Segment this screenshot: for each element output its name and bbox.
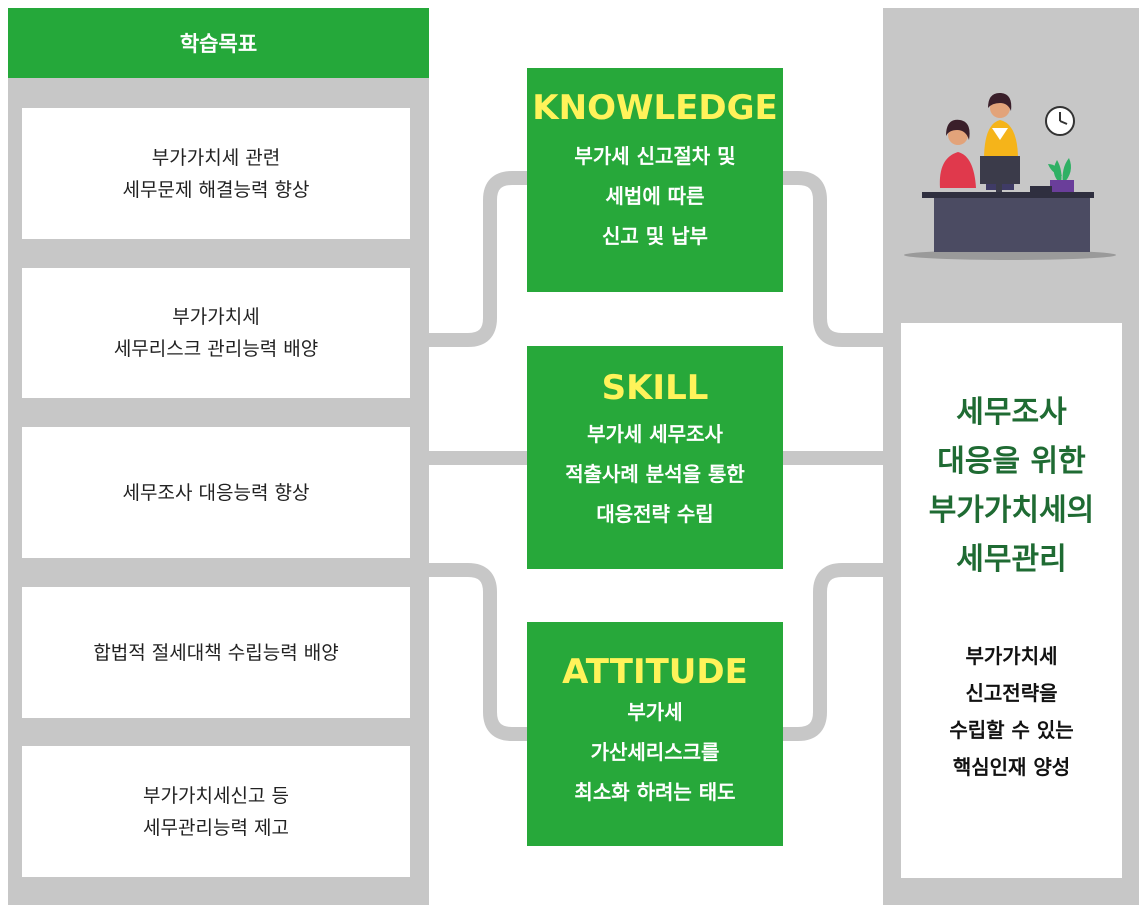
attitude-title: ATTITUDE bbox=[562, 652, 748, 692]
goal-item: 부가가치세 세무리스크 관리능력 배양 bbox=[22, 268, 410, 398]
goal-item: 부가가치세 관련 세무문제 해결능력 향상 bbox=[22, 108, 410, 239]
knowledge-box: KNOWLEDGE 부가세 신고절차 및 세법에 따른 신고 및 납부 bbox=[527, 68, 783, 292]
outcome-title: 세무조사 대응을 위한 부가가치세의 세무관리 bbox=[928, 395, 1095, 577]
connector-knowledge-left bbox=[429, 171, 527, 347]
goal-item: 세무조사 대응능력 향상 bbox=[22, 427, 410, 558]
outcome-card bbox=[901, 323, 1122, 878]
goal-item: 부가가치세신고 등 세무관리능력 제고 bbox=[22, 746, 410, 877]
learning-goals-header: 학습목표 bbox=[8, 8, 429, 78]
connector-knowledge-right bbox=[783, 171, 883, 347]
connector-attitude-right bbox=[783, 563, 883, 741]
office-workers-icon bbox=[904, 92, 1116, 260]
attitude-desc: 부가세 가산세리스크를 최소화 하려는 태도 bbox=[574, 700, 736, 804]
knowledge-title: KNOWLEDGE bbox=[532, 88, 778, 128]
knowledge-desc: 부가세 신고절차 및 세법에 따른 신고 및 납부 bbox=[574, 144, 736, 248]
outcome-desc: 부가가치세 신고전략을 수립할 수 있는 핵심인재 양성 bbox=[949, 644, 1074, 779]
skill-desc: 부가세 세무조사 적출사례 분석을 통한 대응전략 수립 bbox=[565, 422, 745, 526]
attitude-box: ATTITUDE 부가세 가산세리스크를 최소화 하려는 태도 bbox=[527, 622, 783, 846]
skill-box: SKILL 부가세 세무조사 적출사례 분석을 통한 대응전략 수립 bbox=[527, 346, 783, 569]
skill-title: SKILL bbox=[601, 368, 709, 408]
goal-item: 합법적 절세대책 수립능력 배양 bbox=[22, 587, 410, 718]
connector-attitude-left bbox=[429, 563, 527, 741]
